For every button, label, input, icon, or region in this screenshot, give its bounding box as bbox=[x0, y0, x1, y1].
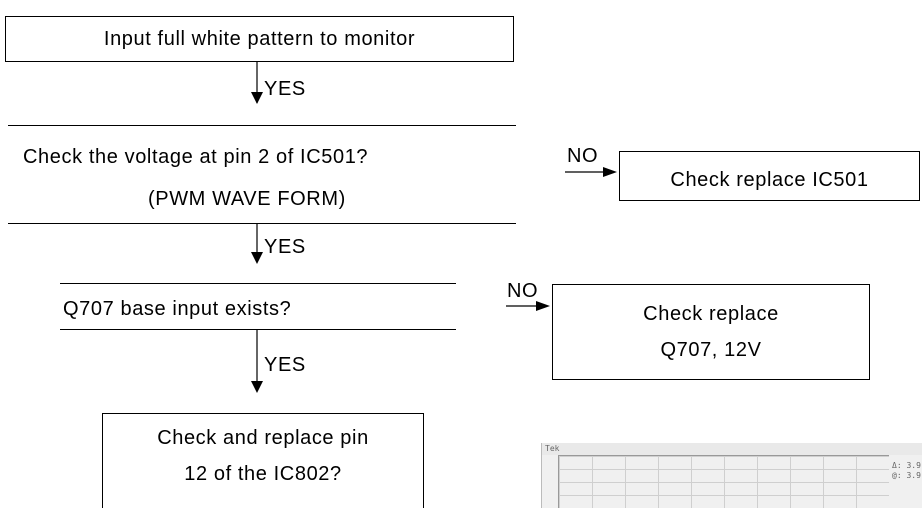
step2-text-line1: Check the voltage at pin 2 of IC501? bbox=[23, 146, 369, 168]
action2-text-line2: Q707, 12V bbox=[660, 339, 762, 361]
yes-label-2: YES bbox=[264, 236, 306, 258]
no-label-1: NO bbox=[567, 145, 599, 167]
step4-text-line2: 12 of the IC802? bbox=[184, 463, 342, 485]
step4-box: Check and replace pin 12 of the IC802? bbox=[102, 413, 424, 508]
step1-box: Input full white pattern to monitor bbox=[5, 16, 514, 62]
oscilloscope-readout-2: @: 3.9 bbox=[892, 471, 921, 480]
oscilloscope-readout-1: Δ: 3.9 bbox=[892, 461, 921, 470]
step4-text-line1: Check and replace pin bbox=[157, 427, 369, 449]
step3-bottom-line bbox=[60, 329, 456, 330]
step2-top-line bbox=[8, 125, 516, 126]
oscilloscope-thumbnail: Tek Δ: 3.9 @: 3.9 bbox=[541, 443, 922, 508]
oscilloscope-header-text: Tek bbox=[545, 444, 560, 453]
action1-text: Check replace IC501 bbox=[670, 169, 869, 191]
oscilloscope-header bbox=[542, 443, 922, 455]
step2-text-line2: (PWM WAVE FORM) bbox=[148, 188, 346, 210]
no-label-2: NO bbox=[507, 280, 539, 302]
step1-text: Input full white pattern to monitor bbox=[103, 28, 416, 50]
action2-box: Check replace Q707, 12V bbox=[552, 284, 870, 380]
oscilloscope-grid bbox=[558, 455, 889, 508]
action1-box: Check replace IC501 bbox=[619, 151, 920, 201]
step2-bottom-line bbox=[8, 223, 516, 224]
yes-label-3: YES bbox=[264, 354, 306, 376]
action2-text-line1: Check replace bbox=[643, 303, 779, 325]
step3-top-line bbox=[60, 283, 456, 284]
step3-text: Q707 base input exists? bbox=[63, 298, 292, 320]
yes-label-1: YES bbox=[264, 78, 306, 100]
